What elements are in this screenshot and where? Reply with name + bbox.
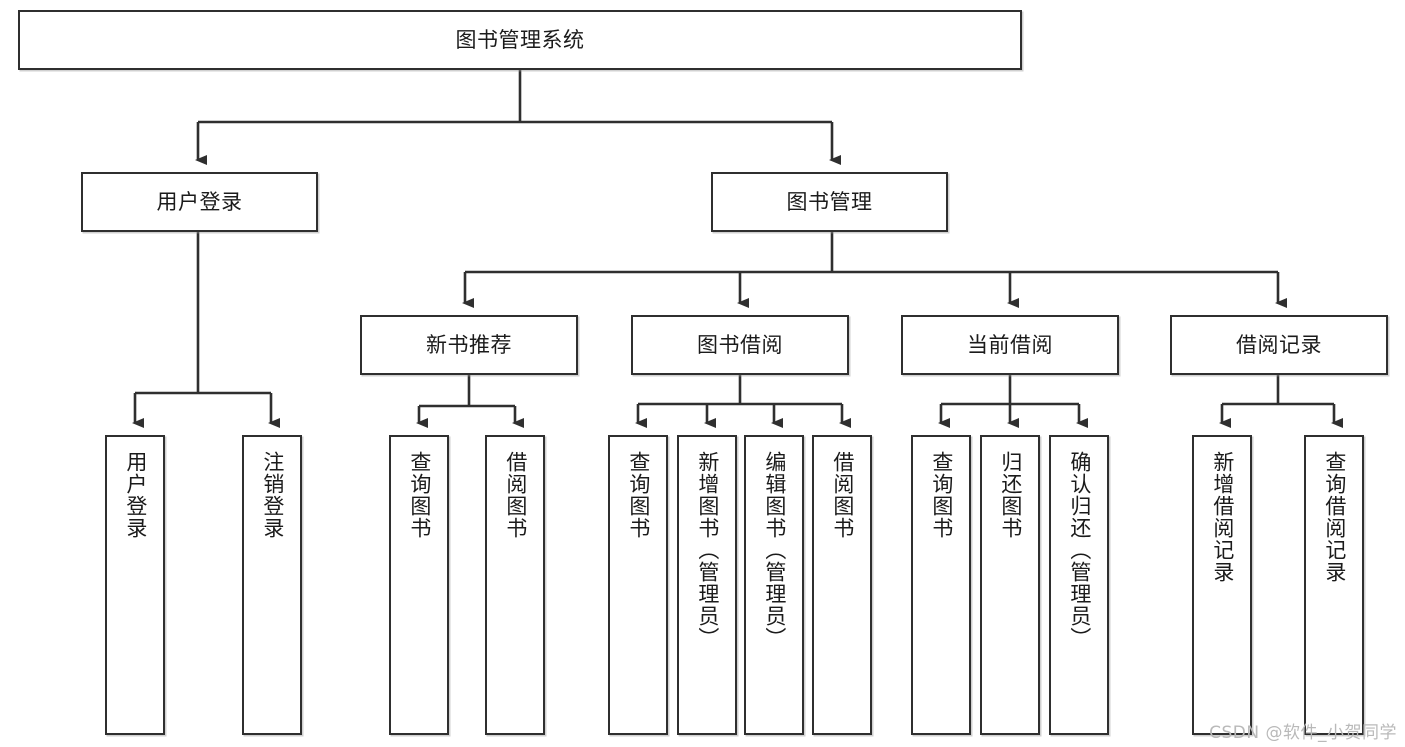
node-label: 借阅记录 (1236, 332, 1322, 357)
node-current-borrow[interactable]: 当前借阅 (901, 315, 1119, 375)
node-label: 新增借阅记录 (1210, 451, 1235, 583)
leaf-query-book[interactable]: 查询图书 (608, 435, 668, 735)
node-label: 图书管理 (786, 189, 873, 214)
leaf-add-borrow-record[interactable]: 新增借阅记录 (1192, 435, 1252, 735)
leaf-user-login[interactable]: 用户登录 (105, 435, 165, 735)
node-label: 查询图书 (407, 451, 432, 539)
leaf-add-book-admin[interactable]: 新增图书（管理员） (677, 435, 737, 735)
node-book-borrow[interactable]: 图书借阅 (631, 315, 849, 375)
node-label: 编辑图书（管理员） (762, 451, 787, 649)
leaf-return-book[interactable]: 归还图书 (980, 435, 1040, 735)
node-borrow-record[interactable]: 借阅记录 (1170, 315, 1388, 375)
node-label: 新书推荐 (426, 332, 512, 357)
leaf-edit-book-admin[interactable]: 编辑图书（管理员） (744, 435, 804, 735)
node-label: 借阅图书 (503, 451, 528, 539)
node-label: 用户登录 (156, 189, 243, 214)
node-label: 借阅图书 (830, 451, 855, 539)
node-label: 查询图书 (626, 451, 651, 539)
node-label: 当前借阅 (967, 332, 1053, 357)
node-label: 查询借阅记录 (1322, 451, 1347, 583)
node-label: 用户登录 (123, 451, 148, 539)
leaf-query-book-current[interactable]: 查询图书 (911, 435, 971, 735)
node-label: 图书借阅 (697, 332, 783, 357)
leaf-query-borrow-record[interactable]: 查询借阅记录 (1304, 435, 1364, 735)
node-label: 新增图书（管理员） (695, 451, 720, 649)
node-label: 确认归还（管理员） (1067, 451, 1092, 649)
node-label: 注销登录 (260, 451, 285, 539)
leaf-confirm-return-admin[interactable]: 确认归还（管理员） (1049, 435, 1109, 735)
leaf-logout[interactable]: 注销登录 (242, 435, 302, 735)
node-label: 查询图书 (929, 451, 954, 539)
node-user-login[interactable]: 用户登录 (81, 172, 318, 232)
watermark-text: CSDN @软件_小贺同学 (1209, 723, 1397, 743)
node-book-management[interactable]: 图书管理 (711, 172, 948, 232)
leaf-borrow-book[interactable]: 借阅图书 (812, 435, 872, 735)
node-label: 图书管理系统 (455, 27, 585, 52)
node-label: 归还图书 (998, 451, 1023, 539)
node-new-book-recommend[interactable]: 新书推荐 (360, 315, 578, 375)
leaf-query-book-recommend[interactable]: 查询图书 (389, 435, 449, 735)
leaf-borrow-book-recommend[interactable]: 借阅图书 (485, 435, 545, 735)
node-root-system[interactable]: 图书管理系统 (18, 10, 1022, 70)
